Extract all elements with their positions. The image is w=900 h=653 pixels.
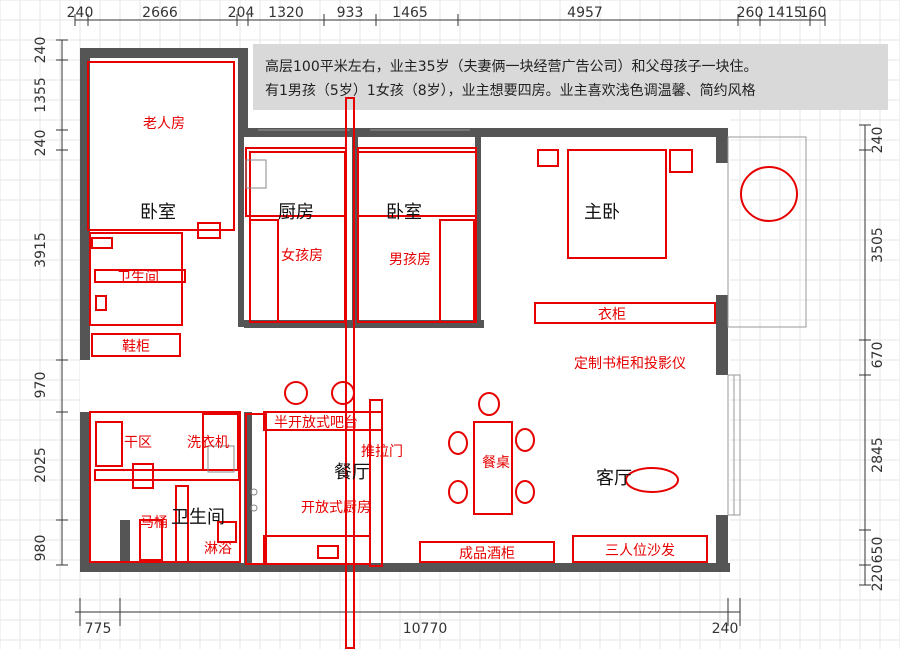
fixtures [207,159,267,512]
red-markups [87,61,798,649]
room-label-bathroom: 卫生间 [171,507,225,528]
dim-top-3: 204 [228,5,255,21]
dim-left-2: 1355 [33,77,49,113]
right-dimensions: 240 3505 670 2845 650 220 [870,127,886,592]
windows [258,129,807,516]
room-label-living: 客厅 [596,468,632,489]
ann-sofa: 三人位沙发 [605,543,675,559]
dim-left-6: 2025 [33,447,49,483]
ann-bookcase-projector: 定制书柜和投影仪 [574,356,686,372]
ann-shoe-cabinet: 鞋柜 [122,339,150,355]
note-line-1: 高层100平米左右，业主35岁（夫妻俩一块经营广告公司）和父母孩子一块住。 [265,58,758,75]
room-label-bedroom-mid: 卧室 [386,202,422,223]
dim-top-1: 240 [67,5,94,21]
dim-left-5: 970 [33,372,49,399]
dim-left-1: 240 [33,37,49,64]
dim-top-10: 160 [800,5,827,21]
dim-left-3: 240 [33,130,49,157]
ann-wine-cabinet: 成品酒柜 [459,546,515,562]
dim-right-6: 220 [870,565,886,592]
ann-toilet: 马桶 [140,515,168,531]
ann-sliding-door: 推拉门 [361,444,403,460]
dim-bottom-1: 775 [85,621,112,637]
dim-top-6: 1465 [392,5,428,21]
requirements-note: 高层100平米左右，业主35岁（夫妻俩一块经营广告公司）和父母孩子一块住。 有1… [253,44,888,110]
dim-top-2: 2666 [142,5,178,21]
ann-shower: 淋浴 [204,541,232,557]
ann-boy-room: 男孩房 [389,252,431,268]
room-label-kitchen: 厨房 [278,202,314,223]
dim-right-1: 240 [870,127,886,154]
note-line-2: 有1男孩（5岁）1女孩（8岁），业主想要四房。业主喜欢浅色调温馨、简约风格 [265,82,756,99]
dim-top-9: 1415 [767,5,803,21]
dimension-lines [56,14,871,626]
dim-top-4: 1320 [268,5,304,21]
dim-right-4: 2845 [870,437,886,473]
ann-girl-room: 女孩房 [281,247,323,264]
dim-left-4: 3915 [33,232,49,268]
dim-top-7: 4957 [567,5,603,21]
ann-dry-zone: 干区 [124,435,152,451]
ann-dining-table: 餐桌 [482,455,510,471]
dim-bottom-3: 240 [712,621,739,637]
ann-wardrobe: 衣柜 [598,307,626,323]
ann-washer: 洗衣机 [187,435,229,451]
left-dimensions: 240 1355 240 3915 970 2025 980 [33,37,49,562]
room-label-dining: 餐厅 [334,462,370,483]
dim-top-5: 933 [337,5,364,21]
room-label-bedroom-left: 卧室 [140,202,176,223]
dim-right-3: 670 [870,342,886,369]
dim-right-2: 3505 [870,227,886,263]
annotation-labels: 老人房 女孩房 男孩房 卫生间 鞋柜 衣柜 定制书柜和投影仪 半开放式吧台 推拉… [117,116,686,562]
room-labels: 卧室 厨房 卧室 主卧 餐厅 客厅 卫生间 [140,202,632,528]
dim-top-8: 260 [737,5,764,21]
top-dimensions: 240 2666 204 1320 933 1465 4957 260 1415… [67,5,827,21]
room-label-master: 主卧 [584,202,620,223]
bottom-dimensions: 775 10770 240 [85,621,739,637]
ann-elder-room: 老人房 [143,116,185,132]
dim-left-7: 980 [33,535,49,562]
ann-half-bar: 半开放式吧台 [274,415,358,431]
ann-bathroom: 卫生间 [117,270,159,286]
ann-open-kitchen: 开放式厨房 [301,500,371,516]
dim-right-5: 650 [870,537,886,564]
dim-bottom-2: 10770 [403,621,448,637]
